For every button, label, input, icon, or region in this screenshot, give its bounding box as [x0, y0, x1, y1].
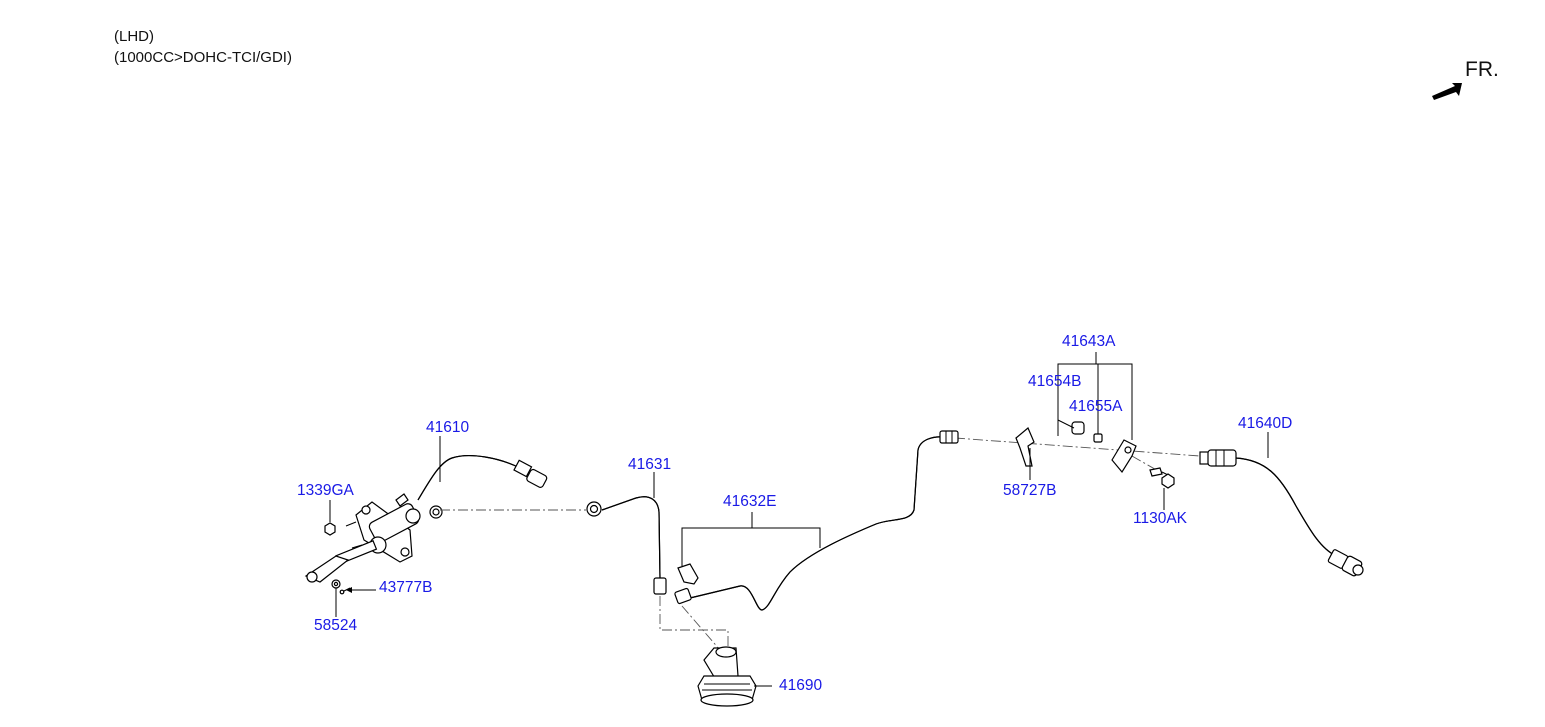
reservoir-41690 — [697, 646, 757, 707]
part-label-41610[interactable]: 41610 — [426, 419, 470, 436]
part-label-41655A[interactable]: 41655A — [1069, 398, 1123, 415]
front-direction-label: FR. — [1465, 58, 1499, 81]
front-arrow-icon — [1432, 83, 1462, 100]
header-line-2: (1000CC>DOHC-TCI/GDI) — [114, 49, 292, 66]
part-label-58727B[interactable]: 58727B — [1003, 482, 1057, 499]
part-label-41631[interactable]: 41631 — [628, 456, 672, 473]
part-label-41690[interactable]: 41690 — [779, 677, 823, 694]
bracket-58727B — [1015, 427, 1035, 467]
part-label-1339GA[interactable]: 1339GA — [297, 482, 354, 499]
clutch-master-cylinder — [304, 455, 548, 595]
part-label-1130AK[interactable]: 1130AK — [1133, 510, 1188, 527]
part-label-41654B[interactable]: 41654B — [1028, 373, 1082, 390]
part-label-41643A[interactable]: 41643A — [1062, 333, 1116, 350]
leader-lines — [329, 352, 1269, 687]
part-label-41632E[interactable]: 41632E — [723, 493, 777, 510]
clutch-pipe-41631 — [586, 496, 667, 595]
part-label-58524[interactable]: 58524 — [314, 617, 358, 634]
clutch-tube-41632E — [674, 430, 959, 611]
part-label-41640D[interactable]: 41640D — [1238, 415, 1293, 432]
header-line-1: (LHD) — [114, 28, 154, 45]
bracket-41643A-group — [1071, 421, 1175, 489]
hose-41640D — [1199, 449, 1364, 577]
part-label-43777B[interactable]: 43777B — [379, 579, 433, 596]
